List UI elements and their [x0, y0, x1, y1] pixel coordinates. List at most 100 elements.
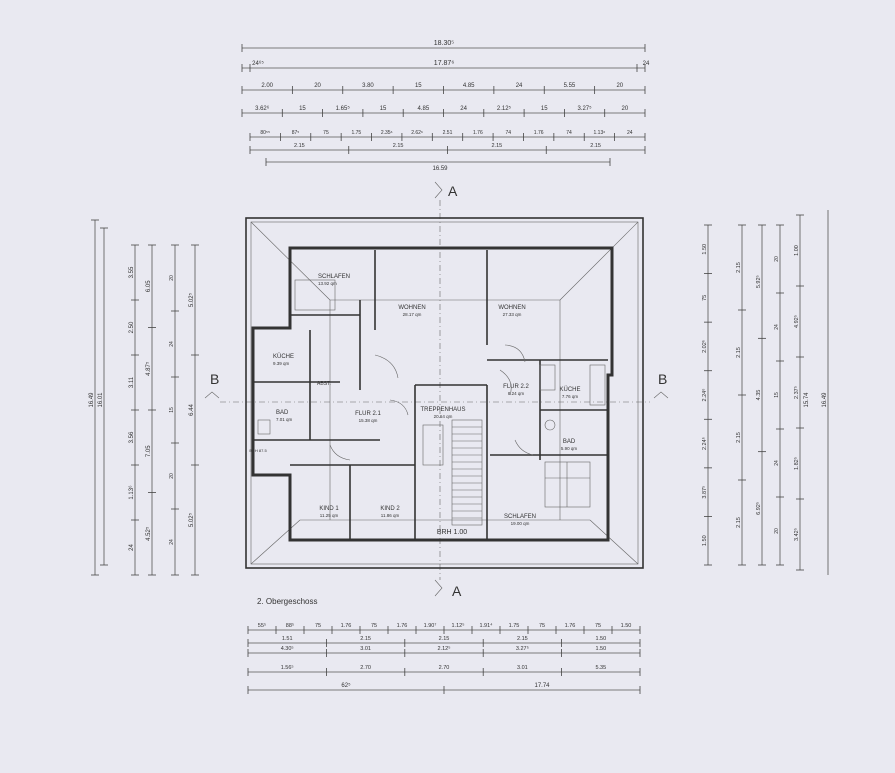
- svg-text:11.86 qm: 11.86 qm: [381, 513, 400, 518]
- dim-b1-12: 75: [595, 623, 601, 629]
- right-c3-2: 6.92⁵: [755, 502, 762, 515]
- dim-row4-8: 74: [505, 130, 511, 136]
- dim-row4-1: 87⁵: [292, 130, 300, 136]
- dim-b1-13: 1.50: [621, 623, 632, 629]
- dim-row2-5: 24: [516, 83, 523, 89]
- dim-row4-12: 24: [627, 130, 633, 136]
- dim-b1-11: 1.76: [565, 623, 576, 629]
- right-small-1: 24: [774, 324, 780, 330]
- right-c1-5: 3.87⁵: [701, 486, 708, 499]
- dim-row3-2: 1.65⁵: [336, 105, 351, 112]
- right-outer-dim: 16.49: [822, 392, 828, 408]
- room-abst: ABST.: [317, 381, 331, 387]
- dim-row5-0: 2.15: [294, 143, 305, 149]
- svg-text:BAD: BAD: [563, 439, 576, 445]
- left-c3-0: 5.02⁵: [188, 292, 195, 307]
- room-kind-2: KIND 2 11.86 qm: [380, 506, 400, 518]
- left-small-0: 20: [169, 275, 175, 281]
- dim-b1-7: 1.12⁵: [452, 622, 465, 629]
- svg-text:KÜCHE: KÜCHE: [273, 353, 294, 360]
- dim-b1-3: 1.76: [341, 623, 352, 629]
- right-c1-6: 1.50: [702, 535, 708, 546]
- room-kueche-right: KÜCHE 7.76 qm: [559, 386, 580, 399]
- right-c1-0: 1.50: [702, 244, 708, 255]
- svg-text:KÜCHE: KÜCHE: [559, 386, 580, 393]
- svg-text:SCHLAFEN: SCHLAFEN: [318, 274, 350, 280]
- dim-b1-9: 1.75: [509, 623, 520, 629]
- right-c1-1: 75: [702, 295, 708, 301]
- dim-row5-1: 2.15: [393, 143, 404, 149]
- dim-row4-5: 2.62⁶: [411, 130, 423, 136]
- dim-row2-0: 2.00: [261, 83, 273, 89]
- dim-row3-4: 4.85: [418, 106, 430, 112]
- svg-text:WOHNEN: WOHNEN: [398, 305, 425, 311]
- right-c3-0: 5.92⁵: [755, 275, 762, 288]
- svg-text:BAD: BAD: [276, 410, 289, 416]
- dim-b3-0: 4.30⁵: [281, 645, 294, 652]
- dim-b2-1: 2.15: [360, 636, 371, 642]
- dim-overall-width: 18.30⁵: [434, 40, 455, 47]
- right-c2-3: 2.15: [736, 517, 742, 528]
- dim-b5-0: 62⁵: [341, 682, 351, 689]
- dim-row5-2: 2.15: [492, 143, 503, 149]
- left-c1-2: 3.11: [129, 376, 135, 388]
- dim-row2-2: 3.80: [362, 83, 374, 89]
- svg-text:11.25 qm: 11.25 qm: [320, 513, 339, 518]
- section-marker-b-left: B: [204, 371, 219, 399]
- svg-text:7.01 qm: 7.01 qm: [276, 417, 293, 422]
- dim-b1-4: 75: [371, 623, 377, 629]
- right-c1-3: 2.24⁶: [701, 389, 708, 402]
- section-b-right-label: B: [658, 371, 667, 387]
- room-bad-left: BAD 7.01 qm: [276, 410, 293, 422]
- svg-text:KIND 1: KIND 1: [319, 506, 339, 512]
- section-a-top-label: A: [448, 183, 458, 199]
- svg-text:20.64 qm: 20.64 qm: [434, 414, 453, 419]
- dim-row4-6: 2.51: [443, 130, 453, 136]
- svg-text:FLUR 2.1: FLUR 2.1: [355, 411, 381, 417]
- dim-b2-0: 1.51: [282, 636, 293, 642]
- dim-b2-2: 2.15: [439, 636, 450, 642]
- dim-row4-0: 80⁵⁵: [260, 130, 270, 136]
- dim-b2-4: 1.50: [595, 636, 606, 642]
- svg-text:5.90 qm: 5.90 qm: [561, 446, 578, 451]
- room-schlafen-left: SCHLAFEN 13.92 qm: [318, 274, 350, 286]
- room-kueche-left: KÜCHE 9.39 qm: [273, 353, 294, 366]
- dim-b1-2: 75: [315, 623, 321, 629]
- dim-b1-10: 75: [539, 623, 545, 629]
- right-small-0: 20: [774, 256, 780, 262]
- dim-row4-10: 74: [566, 130, 572, 136]
- dim-row4-9: 1.76: [534, 130, 544, 136]
- left-c1-5: 24: [129, 544, 135, 551]
- section-marker-a-bottom: A: [434, 579, 462, 599]
- section-a-bottom-label: A: [452, 583, 462, 599]
- dim-b3-2: 2.12⁵: [438, 645, 451, 652]
- right-c2-1: 2.15: [736, 347, 742, 358]
- svg-text:KIND 2: KIND 2: [380, 506, 400, 512]
- right-c2-2: 2.15: [736, 432, 742, 443]
- svg-text:WOHNEN: WOHNEN: [498, 305, 525, 311]
- dim-row3-0: 3.62⁶: [255, 105, 270, 112]
- room-treppenhaus: TREPPENHAUS 20.64 qm: [420, 407, 465, 419]
- left-c3-1: 6.44: [189, 404, 195, 416]
- dim-b3-4: 1.50: [595, 646, 606, 652]
- dim-row2-4: 4.85: [463, 83, 475, 89]
- room-wohnen-left: WOHNEN 28.17 qm: [398, 305, 425, 317]
- section-marker-b-right: B: [653, 371, 669, 399]
- dim-row3-6: 2.12⁵: [497, 105, 512, 112]
- room-wohnen-right: WOHNEN 27.33 qm: [498, 305, 525, 317]
- dim-b4-2: 2.70: [439, 665, 450, 671]
- left-c2-3: 4.52⁵: [145, 526, 152, 541]
- right-dimension-chains: 15.74 16.49 1.50752.02⁶2.24⁶2.24⁶3.87⁵1.…: [701, 210, 829, 575]
- room-labels: SCHLAFEN 13.92 qm WOHNEN 28.17 qm WOHNEN…: [249, 274, 580, 536]
- svg-text:27.33 qm: 27.33 qm: [503, 312, 522, 317]
- svg-text:TREPPENHAUS: TREPPENHAUS: [420, 407, 465, 413]
- left-inner-dim: 16.01: [98, 392, 104, 408]
- dim-row4-2: 75: [323, 130, 329, 136]
- left-c1-4: 1.13⁶: [128, 485, 135, 500]
- left-c1-3: 3.56: [129, 431, 135, 443]
